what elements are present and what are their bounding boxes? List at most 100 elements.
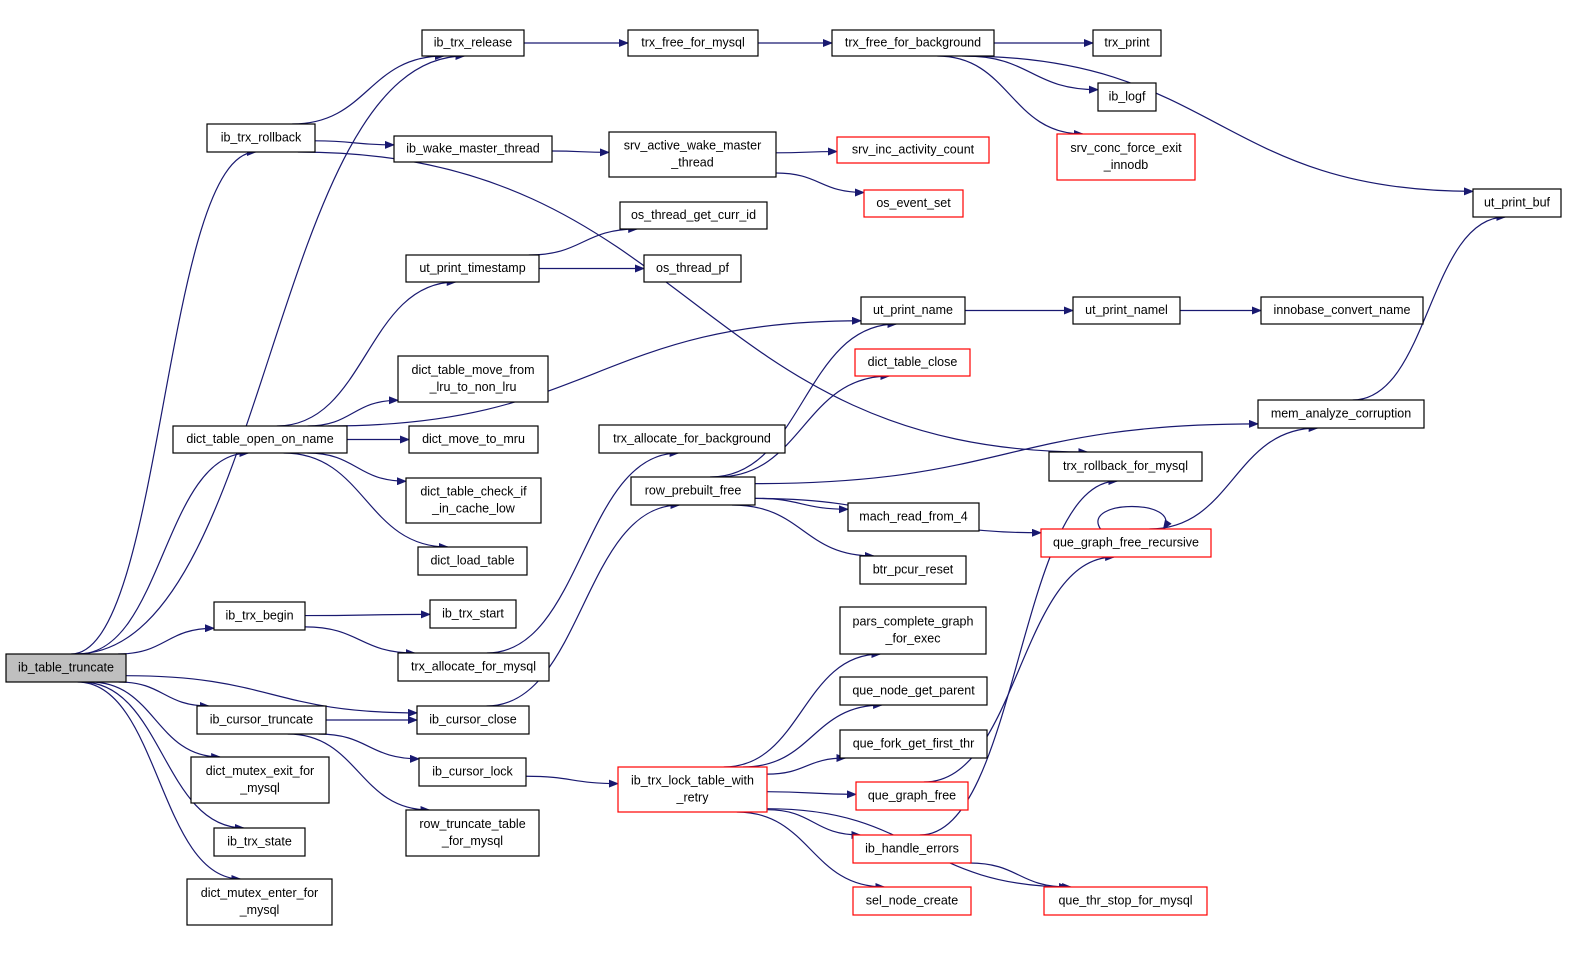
node-ib_trx_lock_table_with_retry[interactable]: ib_trx_lock_table_with_retry (617, 766, 768, 813)
node-box[interactable] (1097, 82, 1157, 112)
node-ib_trx_start[interactable]: ib_trx_start (429, 599, 517, 629)
node-ib_trx_release[interactable]: ib_trx_release (421, 29, 525, 57)
node-box[interactable] (608, 131, 777, 178)
node-ib_logf[interactable]: ib_logf (1097, 82, 1157, 112)
node-row_truncate_table_for_mysql[interactable]: row_truncate_table_for_mysql (405, 809, 540, 857)
node-box[interactable] (619, 201, 768, 230)
node-dict_table_open_on_name[interactable]: dict_table_open_on_name (172, 425, 348, 454)
node-ut_print_timestamp[interactable]: ut_print_timestamp (405, 254, 540, 283)
node-ut_print_namel[interactable]: ut_print_namel (1072, 296, 1181, 325)
node-dict_mutex_exit_for_mysql[interactable]: dict_mutex_exit_for_mysql (190, 756, 330, 804)
node-box[interactable] (852, 886, 972, 916)
node-box[interactable] (397, 652, 550, 682)
node-box[interactable] (839, 729, 988, 759)
node-sel_node_create[interactable]: sel_node_create (852, 886, 972, 916)
node-trx_rollback_for_mysql[interactable]: trx_rollback_for_mysql (1048, 451, 1203, 482)
node-box[interactable] (598, 424, 786, 454)
node-box[interactable] (393, 135, 553, 163)
node-box[interactable] (429, 599, 517, 629)
node-dict_load_table[interactable]: dict_load_table (417, 546, 528, 576)
node-box[interactable] (859, 555, 967, 585)
node-trx_allocate_for_background[interactable]: trx_allocate_for_background (598, 424, 786, 454)
node-dict_mutex_enter_for_mysql[interactable]: dict_mutex_enter_for_mysql (186, 878, 333, 926)
node-trx_print[interactable]: trx_print (1092, 29, 1162, 57)
node-box[interactable] (630, 476, 756, 506)
node-box[interactable] (213, 827, 306, 857)
node-ib_trx_state[interactable]: ib_trx_state (213, 827, 306, 857)
node-ib_handle_errors[interactable]: ib_handle_errors (852, 834, 972, 864)
node-box[interactable] (836, 136, 990, 164)
node-ib_cursor_truncate[interactable]: ib_cursor_truncate (196, 705, 327, 735)
node-box[interactable] (213, 601, 306, 631)
node-row_prebuilt_free[interactable]: row_prebuilt_free (630, 476, 756, 506)
node-btr_pcur_reset[interactable]: btr_pcur_reset (859, 555, 967, 585)
node-que_graph_free[interactable]: que_graph_free (855, 781, 969, 811)
node-srv_inc_activity_count[interactable]: srv_inc_activity_count (836, 136, 990, 164)
node-box[interactable] (1040, 528, 1212, 558)
node-box[interactable] (196, 705, 327, 735)
node-box[interactable] (1043, 886, 1208, 916)
node-box[interactable] (847, 502, 980, 532)
node-box[interactable] (839, 676, 988, 706)
node-box[interactable] (1472, 188, 1562, 218)
node-box[interactable] (839, 606, 987, 655)
node-dict_move_to_mru[interactable]: dict_move_to_mru (408, 425, 539, 454)
node-box[interactable] (1260, 296, 1424, 325)
node-mem_analyze_corruption[interactable]: mem_analyze_corruption (1257, 399, 1425, 429)
node-pars_complete_graph_for_exec[interactable]: pars_complete_graph_for_exec (839, 606, 987, 655)
node-trx_free_for_mysql[interactable]: trx_free_for_mysql (627, 29, 759, 57)
node-srv_conc_force_exit_innodb[interactable]: srv_conc_force_exit_innodb (1056, 133, 1196, 181)
node-innobase_convert_name[interactable]: innobase_convert_name (1260, 296, 1424, 325)
node-ib_wake_master_thread[interactable]: ib_wake_master_thread (393, 135, 553, 163)
node-que_node_get_parent[interactable]: que_node_get_parent (839, 676, 988, 706)
node-dict_table_check_if_in_cache_low[interactable]: dict_table_check_if_in_cache_low (405, 477, 542, 524)
node-box[interactable] (852, 834, 972, 864)
node-os_thread_get_curr_id[interactable]: os_thread_get_curr_id (619, 201, 768, 230)
node-box[interactable] (831, 29, 995, 57)
node-que_thr_stop_for_mysql[interactable]: que_thr_stop_for_mysql (1043, 886, 1208, 916)
node-mach_read_from_4[interactable]: mach_read_from_4 (847, 502, 980, 532)
node-box[interactable] (421, 29, 525, 57)
node-os_thread_pf[interactable]: os_thread_pf (643, 254, 742, 283)
node-box[interactable] (405, 254, 540, 283)
node-box[interactable] (397, 355, 549, 403)
node-os_event_set[interactable]: os_event_set (863, 189, 964, 218)
node-box[interactable] (863, 189, 964, 218)
node-ut_print_name[interactable]: ut_print_name (860, 296, 966, 325)
node-dict_table_close[interactable]: dict_table_close (854, 348, 971, 377)
node-box[interactable] (405, 809, 540, 857)
node-ib_trx_begin[interactable]: ib_trx_begin (213, 601, 306, 631)
node-box[interactable] (416, 705, 530, 735)
node-box[interactable] (643, 254, 742, 283)
node-box[interactable] (854, 348, 971, 377)
node-ib_trx_rollback[interactable]: ib_trx_rollback (206, 123, 316, 153)
node-box[interactable] (1092, 29, 1162, 57)
node-box[interactable] (1257, 399, 1425, 429)
node-box[interactable] (1072, 296, 1181, 325)
node-box[interactable] (417, 546, 528, 576)
node-box[interactable] (405, 477, 542, 524)
node-box[interactable] (855, 781, 969, 811)
node-ut_print_buf[interactable]: ut_print_buf (1472, 188, 1562, 218)
node-ib_cursor_close[interactable]: ib_cursor_close (416, 705, 530, 735)
node-box[interactable] (408, 425, 539, 454)
node-box[interactable] (172, 425, 348, 454)
node-box[interactable] (5, 653, 127, 683)
node-ib_cursor_lock[interactable]: ib_cursor_lock (418, 757, 527, 787)
node-box[interactable] (860, 296, 966, 325)
node-box[interactable] (617, 766, 768, 813)
node-que_graph_free_recursive[interactable]: que_graph_free_recursive (1040, 528, 1212, 558)
node-box[interactable] (1048, 451, 1203, 482)
node-que_fork_get_first_thr[interactable]: que_fork_get_first_thr (839, 729, 988, 759)
node-box[interactable] (418, 757, 527, 787)
node-dict_table_move_from_lru_to_non_lru[interactable]: dict_table_move_from_lru_to_non_lru (397, 355, 549, 403)
node-box[interactable] (206, 123, 316, 153)
node-box[interactable] (186, 878, 333, 926)
node-srv_active_wake_master_thread[interactable]: srv_active_wake_master_thread (608, 131, 777, 178)
node-ib_table_truncate[interactable]: ib_table_truncate (5, 653, 127, 683)
node-trx_free_for_background[interactable]: trx_free_for_background (831, 29, 995, 57)
node-box[interactable] (627, 29, 759, 57)
node-box[interactable] (190, 756, 330, 804)
node-box[interactable] (1056, 133, 1196, 181)
node-trx_allocate_for_mysql[interactable]: trx_allocate_for_mysql (397, 652, 550, 682)
